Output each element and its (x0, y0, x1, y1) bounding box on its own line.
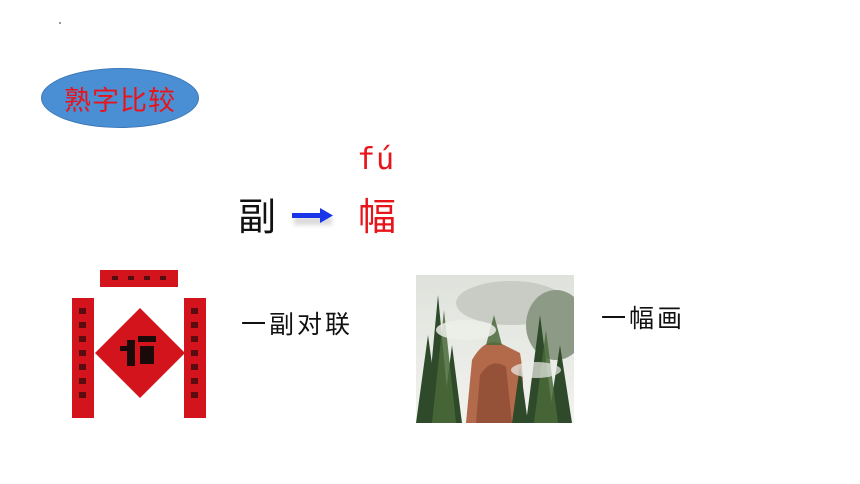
example-phrase-2: 一幅画 (601, 304, 686, 333)
decorative-dot (59, 22, 61, 24)
arrow-right-icon (292, 208, 333, 225)
topic-badge-label: 熟字比较 (64, 85, 176, 117)
topic-badge: 熟字比较 (41, 68, 199, 128)
spring-couplets-image (58, 270, 206, 420)
char-left: 副 (238, 195, 277, 239)
char-right: 幅 (358, 195, 397, 239)
example-phrase-1: 一副对联 (241, 310, 354, 339)
landscape-painting-image (416, 275, 574, 423)
pinyin-label: fú (357, 142, 396, 177)
